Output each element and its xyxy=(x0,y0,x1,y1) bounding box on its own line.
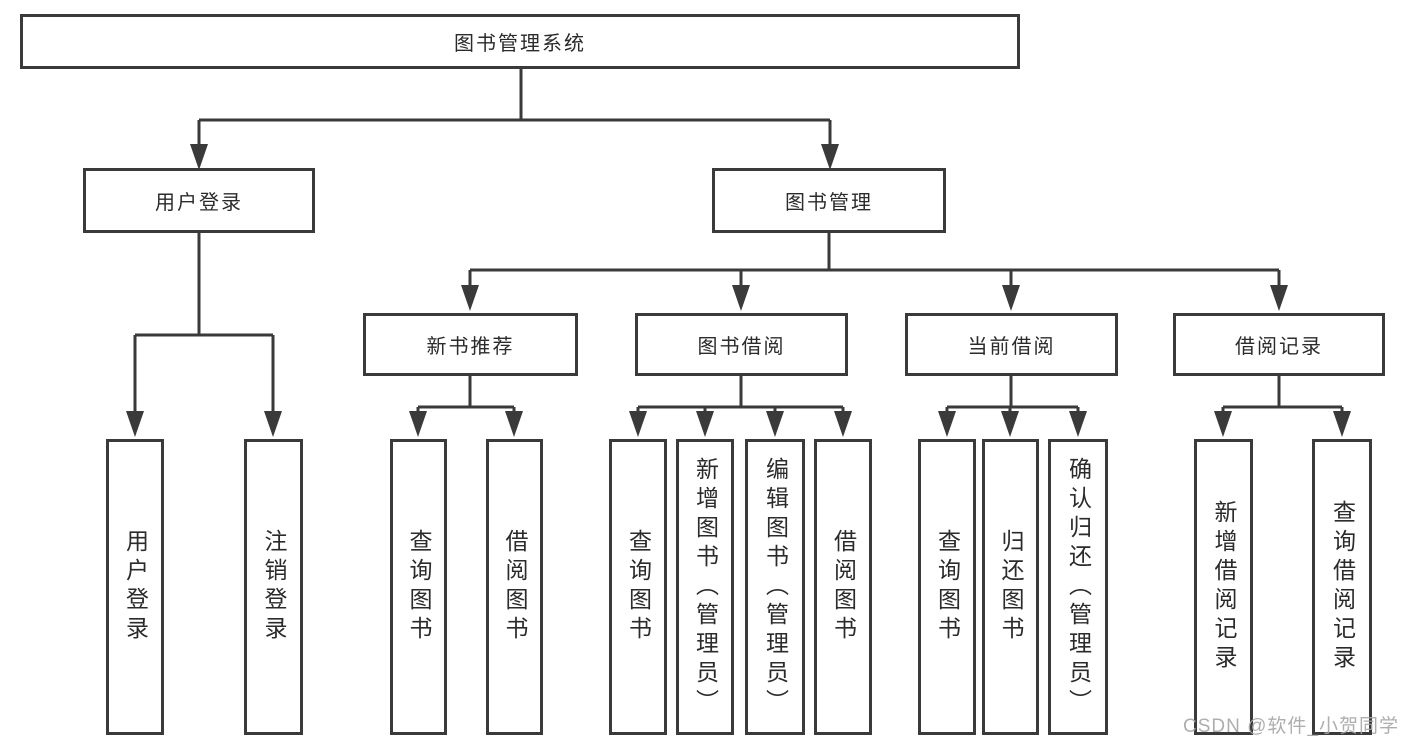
leaf-return-books: 归还图书 xyxy=(982,439,1039,735)
leaf-query-borrow-record: 查询借阅记录 xyxy=(1312,439,1372,735)
node-library-management-system: 图书管理系统 xyxy=(20,14,1020,69)
leaf-confirm-return-admin: 确认归还（管理员） xyxy=(1048,439,1108,735)
leaf-add-books-admin: 新增图书（管理员） xyxy=(676,439,734,735)
leaf-query-books-borrowing: 查询图书 xyxy=(609,439,667,735)
arrowheads xyxy=(126,144,1351,437)
leaf-logout-login: 注销登录 xyxy=(244,439,303,735)
node-user-login: 用户登录 xyxy=(83,168,315,233)
leaf-query-books-recommend: 查询图书 xyxy=(390,439,447,735)
leaf-borrow-books-borrowing: 借阅图书 xyxy=(814,439,872,735)
node-borrowing-records: 借阅记录 xyxy=(1173,313,1385,376)
leaf-user-login: 用户登录 xyxy=(106,439,164,735)
node-book-borrowing: 图书借阅 xyxy=(635,313,848,376)
csdn-watermark: CSDN @软件_小贺同学 xyxy=(1183,716,1399,737)
leaf-edit-books-admin: 编辑图书（管理员） xyxy=(745,439,805,735)
node-new-book-recommendation: 新书推荐 xyxy=(363,313,578,376)
node-book-management: 图书管理 xyxy=(712,168,946,233)
leaf-add-borrow-record: 新增借阅记录 xyxy=(1194,439,1253,735)
node-current-borrowing: 当前借阅 xyxy=(905,313,1118,376)
leaf-borrow-books-recommend: 借阅图书 xyxy=(486,439,543,735)
leaf-query-books-current: 查询图书 xyxy=(918,439,976,735)
